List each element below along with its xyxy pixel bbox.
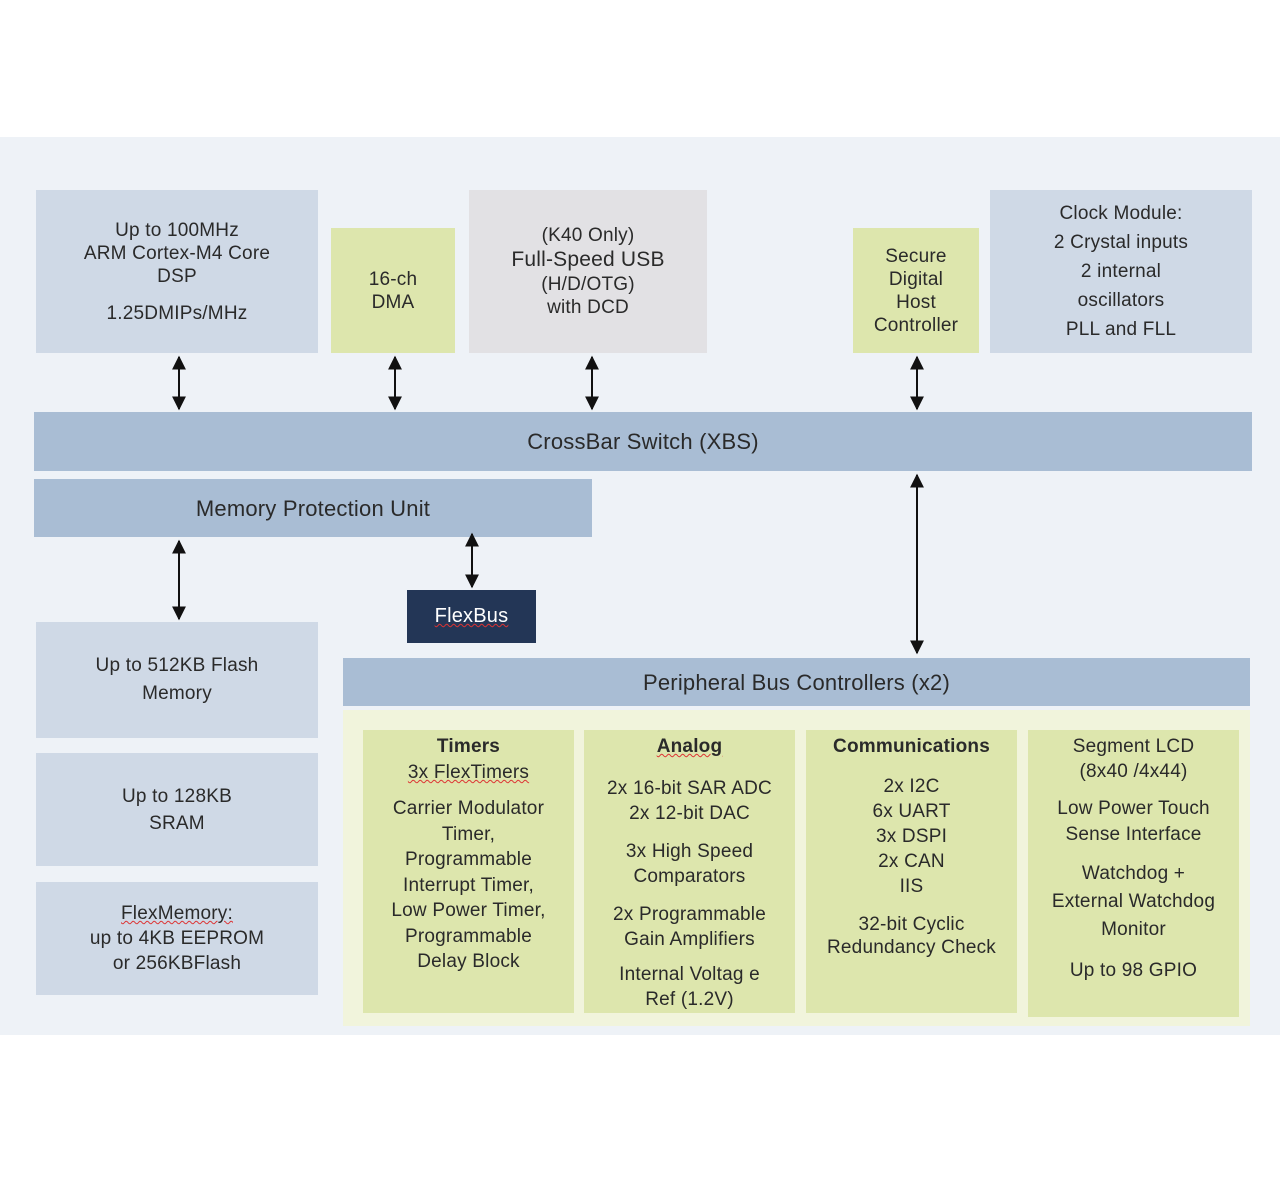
usb-line: (K40 Only) bbox=[541, 225, 635, 246]
analog-line: Comparators bbox=[633, 866, 746, 887]
flexmemory-line: or 256KBFlash bbox=[112, 953, 242, 974]
sram-line: Up to 128KB bbox=[122, 785, 232, 807]
crossbar-label: CrossBar Switch (XBS) bbox=[527, 429, 759, 454]
timers-line: Low Power Timer, bbox=[391, 900, 546, 921]
clock-line: oscillators bbox=[1077, 290, 1165, 311]
clock-module-block: Clock Module: 2 Crystal inputs 2 interna… bbox=[990, 190, 1252, 353]
flexmemory-block: FlexMemory: up to 4KB EEPROM or 256KBFla… bbox=[36, 882, 318, 995]
analog-line: 2x Programmable bbox=[613, 904, 766, 925]
dma-block: 16-ch DMA bbox=[331, 228, 455, 353]
communications-column: Communications 2x I2C 6x UART 3x DSPI 2x… bbox=[806, 730, 1017, 1013]
memory-protection-unit-bar: Memory Protection Unit bbox=[34, 479, 592, 537]
cpu-core-block: Up to 100MHz ARM Cortex-M4 Core DSP 1.25… bbox=[36, 190, 318, 353]
flexbus-label: FlexBus bbox=[434, 605, 509, 627]
timers-column: Timers 3x FlexTimers Carrier Modulator T… bbox=[363, 730, 574, 1013]
flash-line: Memory bbox=[142, 683, 212, 704]
communications-line: 2x I2C bbox=[883, 776, 940, 797]
communications-line: IIS bbox=[899, 876, 924, 897]
analog-line: 2x 12-bit DAC bbox=[629, 803, 750, 824]
flexbus-block: FlexBus bbox=[407, 590, 536, 643]
dma-line: 16-ch bbox=[368, 268, 418, 290]
analog-line: Gain Amplifiers bbox=[624, 929, 755, 950]
flexmemory-line: up to 4KB EEPROM bbox=[89, 928, 265, 949]
timers-title: Timers bbox=[436, 736, 501, 757]
analog-line: Ref (1.2V) bbox=[645, 989, 734, 1010]
misc-line: Low Power Touch bbox=[1057, 798, 1210, 819]
peripheral-bus-controllers-bar: Peripheral Bus Controllers (x2) bbox=[343, 658, 1250, 706]
pbc-label: Peripheral Bus Controllers (x2) bbox=[643, 669, 950, 695]
misc-line: Segment LCD bbox=[1072, 736, 1195, 757]
communications-line: Redundancy Check bbox=[826, 937, 997, 958]
flexmemory-line: FlexMemory: bbox=[121, 903, 233, 924]
communications-line: 32-bit Cyclic bbox=[858, 914, 965, 935]
sdhc-line: Secure bbox=[885, 245, 947, 267]
clock-line: PLL and FLL bbox=[1065, 319, 1177, 340]
timers-line: Programmable bbox=[404, 925, 532, 947]
communications-line: 2x CAN bbox=[878, 851, 945, 872]
flash-line: Up to 512KB Flash bbox=[95, 655, 259, 676]
clock-line: Clock Module: bbox=[1059, 203, 1183, 224]
communications-line: 3x DSPI bbox=[875, 826, 948, 847]
mpu-label: Memory Protection Unit bbox=[195, 495, 431, 521]
flash-memory-block: Up to 512KB Flash Memory bbox=[36, 622, 318, 738]
usb-block: (K40 Only) Full-Speed USB (H/D/OTG) with… bbox=[469, 190, 707, 353]
timers-line: Delay Block bbox=[417, 951, 520, 972]
communications-title: Communications bbox=[833, 736, 990, 757]
misc-line: (8x40 /4x44) bbox=[1079, 761, 1188, 782]
timers-line: Carrier Modulator bbox=[392, 798, 545, 819]
cpu-line: 1.25DMIPs/MHz bbox=[106, 302, 248, 324]
sram-line: SRAM bbox=[149, 812, 205, 834]
misc-line: External Watchdog bbox=[1051, 891, 1216, 912]
sdhc-line: Controller bbox=[873, 314, 959, 336]
usb-line: Full-Speed USB bbox=[511, 248, 665, 271]
sdhc-block: Secure Digital Host Controller bbox=[853, 228, 979, 353]
timers-line: Programmable bbox=[404, 849, 532, 870]
communications-line: 6x UART bbox=[872, 801, 951, 822]
analog-line: Internal Voltag e bbox=[619, 964, 760, 985]
sdhc-line: Host bbox=[896, 291, 936, 313]
misc-line: Monitor bbox=[1101, 919, 1166, 940]
lcd-gpio-column: Segment LCD (8x40 /4x44) Low Power Touch… bbox=[1028, 730, 1239, 1017]
clock-line: 2 Crystal inputs bbox=[1053, 232, 1189, 253]
dma-line: DMA bbox=[371, 291, 415, 313]
misc-line: Sense Interface bbox=[1065, 824, 1202, 845]
analog-line: 2x 16-bit SAR ADC bbox=[607, 778, 772, 799]
timers-line: Timer, bbox=[441, 823, 496, 845]
sram-block: Up to 128KB SRAM bbox=[36, 753, 318, 866]
analog-line: 3x High Speed bbox=[625, 841, 754, 862]
usb-line: (H/D/OTG) bbox=[541, 274, 635, 295]
cpu-line: DSP bbox=[157, 265, 197, 287]
usb-line: with DCD bbox=[547, 297, 629, 318]
analog-title: Analog bbox=[656, 736, 723, 757]
timers-line: 3x FlexTimers bbox=[407, 762, 530, 783]
timers-line: Interrupt Timer, bbox=[403, 874, 534, 896]
misc-line: Up to 98 GPIO bbox=[1069, 960, 1198, 981]
clock-line: 2 internal bbox=[1080, 261, 1162, 282]
analog-column: Analog 2x 16-bit SAR ADC 2x 12-bit DAC 3… bbox=[584, 730, 795, 1013]
sdhc-line: Digital bbox=[888, 268, 944, 290]
crossbar-switch-bar: CrossBar Switch (XBS) bbox=[34, 412, 1252, 471]
cpu-line: ARM Cortex-M4 Core bbox=[83, 242, 271, 264]
misc-line: Watchdog + bbox=[1081, 863, 1186, 884]
cpu-line: Up to 100MHz bbox=[115, 219, 239, 241]
